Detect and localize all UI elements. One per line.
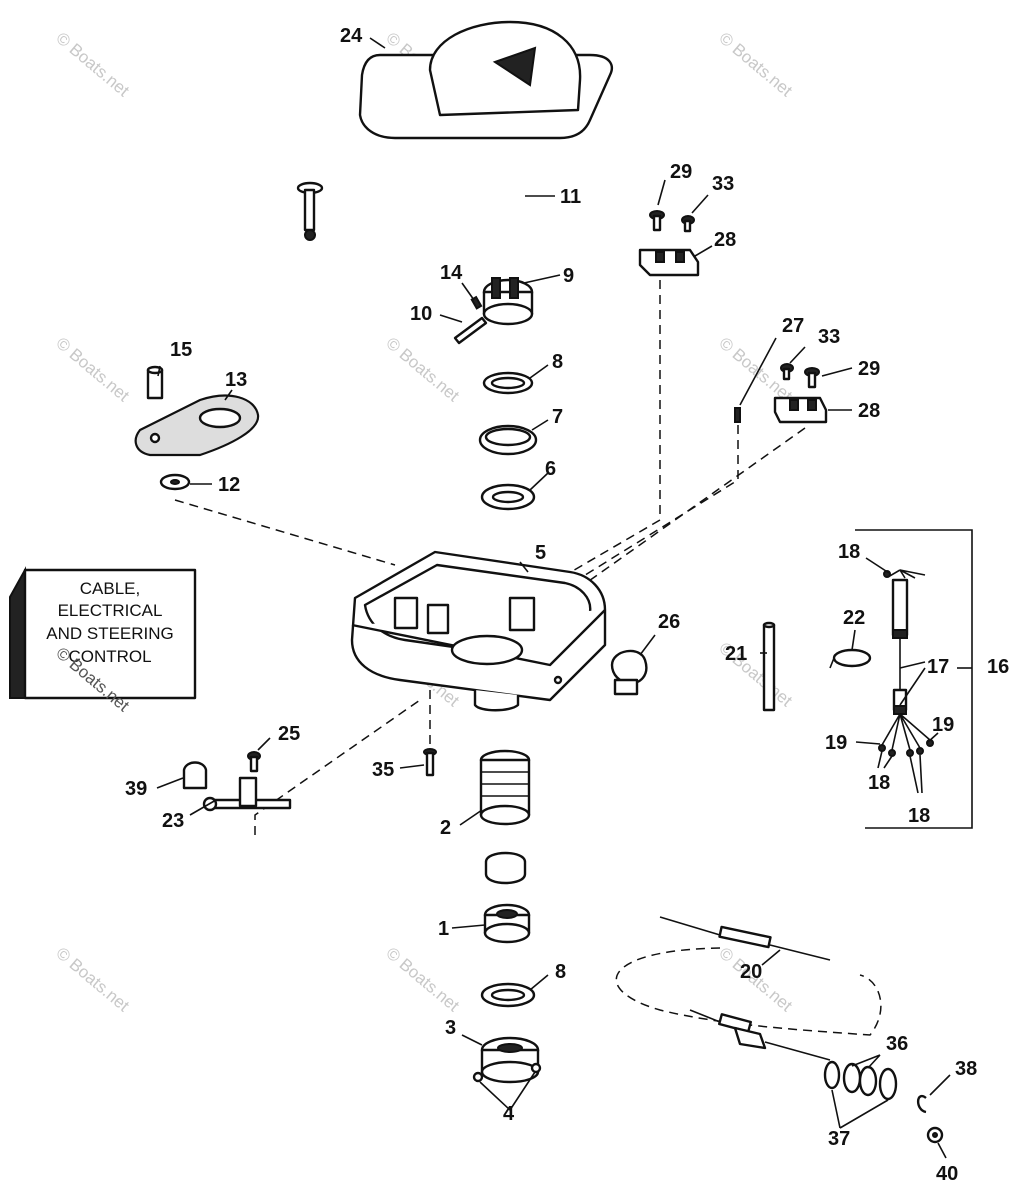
part-1-bushing bbox=[483, 903, 531, 944]
callout-11: 11 bbox=[560, 186, 581, 208]
part-8-bearing bbox=[482, 371, 534, 395]
part-22-clip bbox=[829, 648, 872, 669]
callout-28: 28 bbox=[858, 400, 880, 422]
part-29-screw bbox=[649, 210, 665, 232]
part-13-gear-plate bbox=[134, 394, 260, 457]
callout-25: 25 bbox=[278, 723, 300, 745]
callout-24: 24 bbox=[340, 25, 363, 47]
callout-23: 23 bbox=[162, 810, 184, 832]
part-40-nut bbox=[926, 1126, 944, 1144]
callout-9: 9 bbox=[563, 265, 574, 287]
callout-8-lower: 8 bbox=[555, 961, 566, 983]
callout-numbers: 24 11 9 14 10 8 7 6 15 13 12 29 33 28 27… bbox=[125, 25, 1009, 1185]
part-15-pin bbox=[146, 365, 164, 400]
watermark: © Boats.net bbox=[715, 29, 796, 101]
callout-8: 8 bbox=[552, 351, 563, 373]
callout-33: 33 bbox=[712, 173, 734, 195]
watermark: © Boats.net bbox=[382, 334, 463, 406]
callout-21: 21 bbox=[725, 643, 747, 665]
part-24-cover bbox=[358, 20, 613, 140]
part-27-pin bbox=[734, 407, 741, 423]
part-39-cap bbox=[182, 761, 208, 790]
part-28-clamp bbox=[773, 396, 828, 424]
part-23-link bbox=[202, 776, 292, 812]
callout-18: 18 bbox=[838, 541, 860, 563]
callout-19: 19 bbox=[932, 714, 954, 736]
cable-electrical-steering-label-box: CABLE, ELECTRICAL AND STEERING CONTROL bbox=[9, 566, 197, 700]
callout-6: 6 bbox=[545, 458, 556, 480]
callout-10: 10 bbox=[410, 303, 432, 325]
watermark: © Boats.net bbox=[382, 944, 463, 1016]
watermark: © Boats.net bbox=[52, 944, 133, 1016]
part-28-clamp bbox=[638, 248, 700, 277]
label-line-2: ELECTRICAL bbox=[58, 601, 163, 620]
part-14-pin bbox=[470, 295, 483, 310]
callout-2: 2 bbox=[440, 817, 451, 839]
part-2-spring bbox=[479, 749, 531, 826]
callout-19: 19 bbox=[825, 732, 847, 754]
part-3-collar bbox=[480, 1036, 540, 1084]
callout-leaders bbox=[156, 37, 951, 1159]
part-35-screw bbox=[423, 748, 437, 777]
part-20-steering-cable bbox=[659, 916, 831, 1061]
callout-33: 33 bbox=[818, 326, 840, 348]
part-33-screw bbox=[681, 215, 695, 233]
callout-27: 27 bbox=[782, 315, 804, 337]
part-25-screw bbox=[247, 751, 261, 773]
part-11-shaft bbox=[296, 181, 324, 241]
callout-28: 28 bbox=[714, 229, 736, 251]
label-line-3: AND STEERING bbox=[46, 624, 174, 643]
part-5-housing bbox=[350, 550, 607, 712]
callout-35: 35 bbox=[372, 759, 394, 781]
watermark: © Boats.net bbox=[52, 334, 133, 406]
label-line-4: CONTROL bbox=[68, 647, 151, 666]
callout-20: 20 bbox=[740, 961, 762, 983]
callout-14: 14 bbox=[440, 262, 463, 284]
callout-1: 1 bbox=[438, 918, 449, 940]
callout-40: 40 bbox=[936, 1163, 958, 1185]
part-38-clip bbox=[916, 1095, 927, 1114]
part-2-sleeve bbox=[484, 851, 527, 885]
part-9-pinion bbox=[482, 277, 534, 326]
callout-7: 7 bbox=[552, 406, 563, 428]
part-10-pin bbox=[453, 316, 488, 345]
callout-38: 38 bbox=[955, 1058, 977, 1080]
callout-18: 18 bbox=[908, 805, 930, 827]
part-36-37-seals bbox=[823, 1060, 898, 1101]
callout-12: 12 bbox=[218, 474, 240, 496]
part-16-wire-harness bbox=[855, 529, 973, 829]
callout-16: 16 bbox=[987, 656, 1009, 678]
watermark: © Boats.net bbox=[52, 29, 133, 101]
callout-13: 13 bbox=[225, 369, 247, 391]
part-29-screw bbox=[804, 367, 820, 389]
part-12-washer bbox=[159, 473, 191, 491]
part-4-setscrew bbox=[472, 1062, 542, 1083]
part-7-ring bbox=[478, 424, 538, 456]
callout-36: 36 bbox=[886, 1033, 908, 1055]
callout-26: 26 bbox=[658, 611, 680, 633]
label-line-1: CABLE, bbox=[80, 579, 140, 598]
part-33-screw bbox=[780, 363, 794, 381]
callout-29: 29 bbox=[670, 161, 692, 183]
callout-22: 22 bbox=[843, 607, 865, 629]
callout-3: 3 bbox=[445, 1017, 456, 1039]
part-26-clamp bbox=[610, 649, 648, 696]
callout-29: 29 bbox=[858, 358, 880, 380]
part-21-rod bbox=[762, 621, 776, 712]
callout-37: 37 bbox=[828, 1128, 850, 1150]
callout-17: 17 bbox=[927, 656, 949, 678]
part-8-bearing-lower bbox=[480, 982, 536, 1008]
callout-15: 15 bbox=[170, 339, 192, 361]
callout-5: 5 bbox=[535, 542, 546, 564]
part-6-washer bbox=[480, 483, 536, 511]
callout-18: 18 bbox=[868, 772, 890, 794]
callout-4: 4 bbox=[503, 1103, 515, 1125]
callout-39: 39 bbox=[125, 778, 147, 800]
